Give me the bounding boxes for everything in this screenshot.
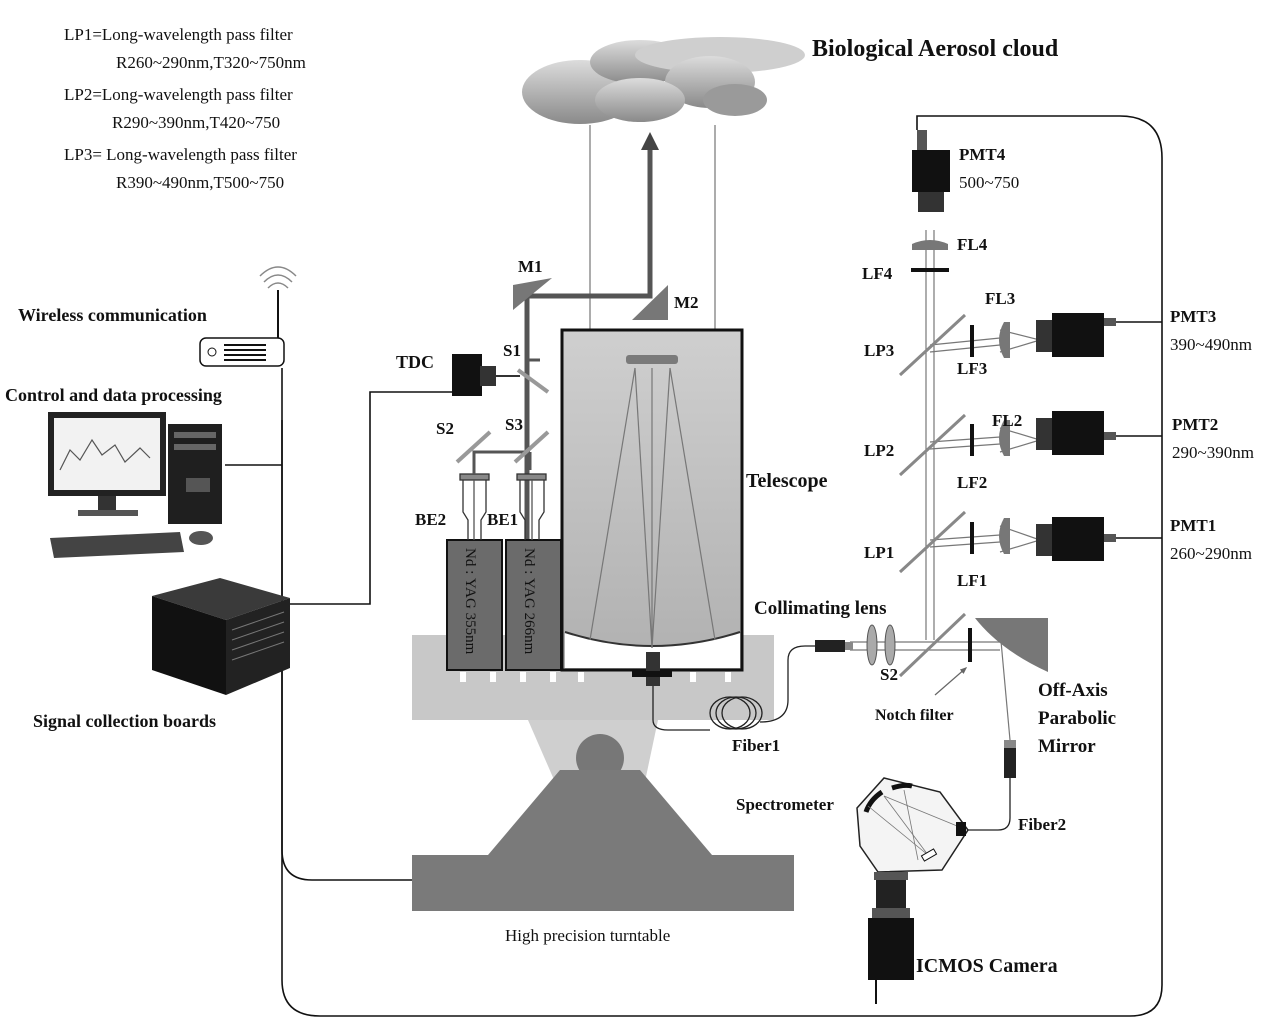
laser-355 (446, 539, 503, 671)
tdc-label: TDC (396, 352, 434, 372)
notch-label: Notch filter (875, 707, 954, 724)
receiver-optical-paths (850, 230, 1043, 741)
splitter-s1 (516, 368, 550, 394)
lp2-label: LP2 (864, 441, 894, 460)
transmit-beam (524, 145, 653, 540)
fiber1-tip (845, 642, 853, 650)
notch-filter (968, 628, 972, 662)
control-pc (48, 412, 222, 558)
laser-355-label: Nd : YAG 355nm (462, 548, 478, 655)
signal-collection-boards (152, 578, 290, 695)
telescope-label: Telescope (746, 470, 828, 492)
splitter-s3 (513, 430, 550, 464)
fiber2-label: Fiber2 (1018, 815, 1066, 834)
oap-label-3: Mirror (1038, 736, 1096, 757)
lens-fl3 (999, 322, 1010, 358)
be1-label: BE1 (487, 510, 518, 529)
transmit-arrow-head (641, 132, 659, 150)
filter-lf3 (970, 325, 974, 357)
filter-legend: LP1=Long-wavelength pass filter R260~290… (64, 25, 306, 192)
s1-label: S1 (503, 341, 521, 360)
pmt3-detector (1036, 313, 1116, 357)
lens-fl4 (912, 240, 948, 250)
lf4-label: LF4 (862, 264, 893, 283)
m1-label: M1 (518, 257, 543, 276)
fl2-label: FL2 (992, 411, 1022, 430)
icmos-camera (868, 872, 914, 1004)
pmt1-label: PMT1 (1170, 516, 1216, 535)
fiber1-connector (815, 640, 845, 652)
wireless-label: Wireless communication (18, 305, 207, 325)
fiber1 (652, 645, 815, 731)
pmt4-label: PMT4 (959, 145, 1006, 164)
pmt3-label: PMT3 (1170, 307, 1216, 326)
lens-fl1 (999, 518, 1010, 554)
pmt3-range: 390~490nm (1170, 335, 1252, 354)
laser-266 (505, 539, 562, 671)
lf3-label: LF3 (957, 359, 987, 378)
mirror-m2 (632, 285, 668, 320)
beam-expander-be2 (459, 473, 490, 540)
filter-lf4 (911, 268, 949, 272)
telescope (560, 328, 744, 686)
lp1-label: LP1 (864, 543, 894, 562)
legend-lp1-title: LP1=Long-wavelength pass filter (64, 25, 293, 44)
s2-left-label: S2 (436, 419, 454, 438)
pmt2-range: 290~390nm (1172, 443, 1254, 462)
splitter-s2-left (455, 430, 492, 464)
cloud-label: Biological Aerosol cloud (812, 36, 1059, 62)
beam-path-lasers (472, 358, 540, 474)
pmt4-detector (912, 130, 950, 212)
spectrometer (856, 777, 969, 873)
be2-label: BE2 (415, 510, 446, 529)
collimating-lens (866, 624, 896, 666)
notch-pointer (934, 667, 968, 696)
aerosol-cloud (522, 37, 805, 124)
lens-fl2 (999, 420, 1010, 456)
legend-lp3-spec: R390~490nm,T500~750 (116, 173, 284, 192)
filter-lp3 (898, 313, 967, 377)
control-label: Control and data processing (5, 385, 222, 405)
spectrometer-label: Spectrometer (736, 795, 834, 814)
legend-lp2-title: LP2=Long-wavelength pass filter (64, 85, 293, 104)
icmos-label: ICMOS Camera (916, 955, 1058, 977)
turntable (412, 635, 794, 911)
m2-label: M2 (674, 293, 699, 312)
off-axis-parabolic-mirror (975, 618, 1048, 672)
lf1-label: LF1 (957, 571, 987, 590)
filter-lp1 (898, 510, 967, 574)
fl4-label: FL4 (957, 235, 988, 254)
pmt2-detector (1036, 411, 1116, 455)
collimating-label: Collimating lens (754, 598, 886, 619)
filter-lp2 (898, 413, 967, 477)
legend-lp3-title: LP3= Long-wavelength pass filter (64, 145, 297, 164)
beam-expander-be1 (516, 473, 547, 540)
filter-lf1 (970, 522, 974, 554)
pmt2-label: PMT2 (1172, 415, 1218, 434)
mirror-m1 (513, 278, 552, 310)
laser-266-label: Nd : YAG 266nm (521, 548, 537, 655)
fl3-label: FL3 (985, 289, 1015, 308)
legend-lp1-spec: R260~290nm,T320~750nm (116, 53, 306, 72)
s2-right-label: S2 (880, 665, 898, 684)
splitter-s2-right (898, 612, 967, 678)
cabling (225, 115, 1163, 1017)
signal-boards-label: Signal collection boards (33, 711, 216, 731)
fiber2 (966, 740, 1016, 831)
wireless-router (199, 266, 297, 367)
lf2-label: LF2 (957, 473, 987, 492)
lp3-label: LP3 (864, 341, 894, 360)
oap-label-1: Off-Axis (1038, 680, 1108, 701)
pmt1-detector (1036, 517, 1116, 561)
fiber1-label: Fiber1 (732, 736, 780, 755)
filter-lf2 (970, 424, 974, 456)
pmt1-range: 260~290nm (1170, 544, 1252, 563)
pmt4-range: 500~750 (959, 173, 1019, 192)
turntable-label: High precision turntable (505, 926, 670, 945)
tdc-device (452, 354, 520, 396)
oap-label-2: Parabolic (1038, 708, 1116, 729)
s3-label: S3 (505, 415, 523, 434)
legend-lp2-spec: R290~390nm,T420~750 (112, 113, 280, 132)
